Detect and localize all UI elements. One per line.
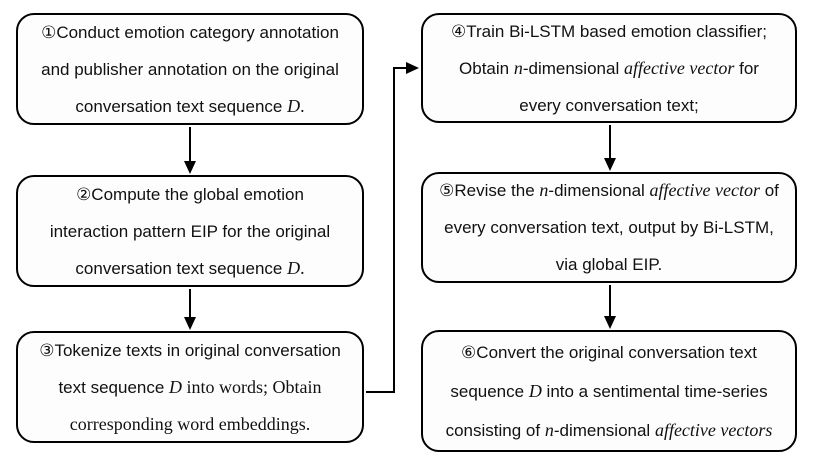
text-line: corresponding word embeddings. [22, 406, 358, 443]
text-segment: . [300, 95, 305, 116]
text-line: Obtain n-dimensional affective vector fo… [427, 50, 791, 87]
text-segment: conversation text sequence [75, 96, 288, 116]
text-line: conversation text sequence D. [22, 88, 358, 125]
text-segment: ③Tokenize texts in original conversation [39, 340, 341, 360]
text-line: ④Train Bi-LSTM based emotion classifier; [427, 13, 791, 50]
text-line: ⑥Convert the original conversation text [427, 333, 791, 372]
text-segment: affective vector [623, 57, 735, 78]
connector-step4-to-step5-arrow [604, 125, 616, 171]
text-segment: of [759, 181, 779, 200]
text-segment: corresponding word embeddings. [69, 413, 311, 434]
text-segment: into words; Obtain [182, 376, 322, 397]
text-line: ⑤Revise the n-dimensional affective vect… [427, 172, 791, 209]
text-segment: D [169, 376, 183, 397]
text-line: via global EIP. [427, 246, 791, 283]
text-segment: via global EIP. [555, 255, 663, 274]
text-segment: -dimensional [548, 181, 650, 200]
text-segment: interaction pattern EIP for the original [49, 221, 331, 241]
step-2-box: ②Compute the global emotion interaction p… [16, 175, 364, 287]
text-segment: n [539, 180, 549, 200]
text-segment: consisting of [445, 420, 545, 440]
text-segment: ④Train Bi-LSTM based emotion classifier; [451, 21, 767, 41]
text-segment: ②Compute the global emotion [76, 184, 304, 204]
text-segment: text sequence [58, 377, 170, 397]
text-segment: every conversation text, output by Bi-LS… [444, 218, 774, 237]
step-3-box: ③Tokenize texts in original conversation… [16, 331, 364, 443]
text-segment: sequence [450, 381, 529, 401]
step-1-box: ①Conduct emotion category annotation and … [16, 13, 364, 125]
text-segment: and publisher annotation on the original [41, 59, 339, 79]
text-segment: affective vector [649, 180, 760, 200]
step-4-box: ④Train Bi-LSTM based emotion classifier;… [421, 13, 797, 123]
text-line: text sequence D into words; Obtain [22, 369, 358, 406]
text-line: ③Tokenize texts in original conversation [22, 332, 358, 369]
connector-step2-to-step3-arrow [184, 289, 196, 330]
text-segment: ⑥Convert the original conversation text [461, 342, 757, 362]
connector-step3-to-step4-elbow-arrow [366, 62, 419, 393]
text-segment: D [528, 380, 542, 401]
text-segment: Obtain [459, 58, 514, 78]
text-line: consisting of n-dimensional affective ve… [427, 411, 791, 450]
text-segment: conversation text sequence [75, 258, 288, 278]
text-line: ①Conduct emotion category annotation [22, 14, 358, 51]
text-line: every conversation text; [427, 87, 791, 124]
text-segment: ⑤Revise the [439, 181, 540, 200]
text-segment: D [287, 95, 301, 116]
text-segment: for [734, 58, 759, 78]
connector-step1-to-step2-arrow [184, 127, 196, 174]
text-line: every conversation text, output by Bi-LS… [427, 209, 791, 246]
text-segment: every conversation text; [519, 95, 699, 115]
text-line: ②Compute the global emotion [22, 176, 358, 213]
step-5-box: ⑤Revise the n-dimensional affective vect… [421, 172, 797, 283]
text-segment: into a sentimental time-series [541, 381, 768, 401]
text-line: sequence D into a sentimental time-serie… [427, 372, 791, 411]
step-6-box: ⑥Convert the original conversation text s… [421, 330, 797, 452]
text-line: and publisher annotation on the original [22, 51, 358, 88]
text-segment: -dimensional [522, 58, 624, 78]
text-segment: n [513, 57, 523, 78]
text-segment: ①Conduct emotion category annotation [41, 22, 339, 42]
text-segment: affective vectors [654, 419, 773, 440]
text-segment: D [287, 257, 301, 278]
text-line: conversation text sequence D. [22, 250, 358, 287]
text-line: interaction pattern EIP for the original [22, 213, 358, 250]
connector-step5-to-step6-arrow [604, 285, 616, 329]
text-segment: n [544, 419, 554, 440]
text-segment: -dimensional [553, 420, 655, 440]
text-segment: . [300, 257, 305, 278]
